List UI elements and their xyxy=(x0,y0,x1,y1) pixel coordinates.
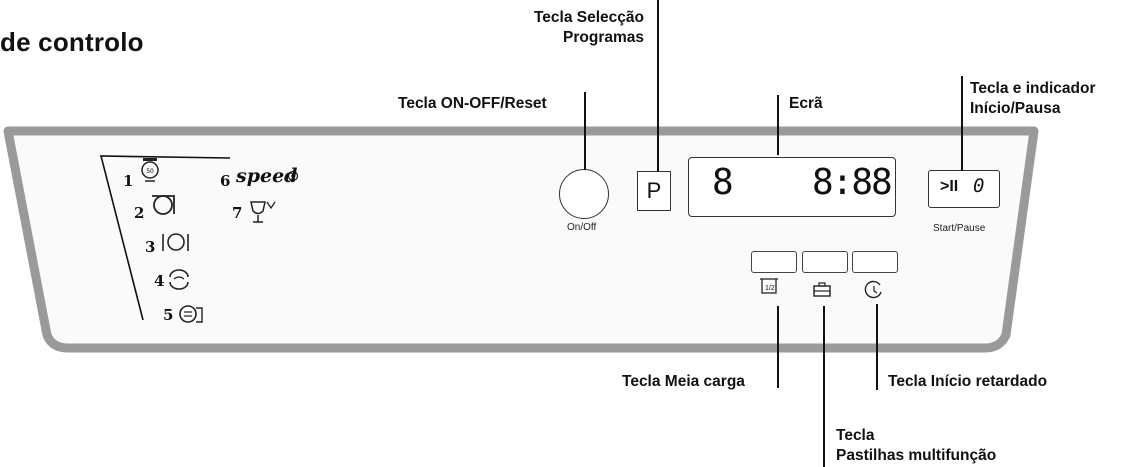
eco-cycle-icon xyxy=(169,269,189,290)
callout-multi-tab-line1: Tecla xyxy=(836,427,875,444)
start-pause-indicator: 0 xyxy=(973,175,985,197)
callout-multi-tab-line2: Pastilhas multifunção xyxy=(836,447,997,464)
callout-start-pause-line2: Início/Pausa xyxy=(970,100,1061,117)
half-load-icon xyxy=(760,278,778,294)
program-1-number: 1 xyxy=(123,172,134,190)
speed-icon xyxy=(287,170,299,182)
half-load-mark: 1/2 xyxy=(765,285,775,292)
callout-display: Ecrã xyxy=(789,95,823,112)
half-load-button[interactable] xyxy=(751,251,797,273)
program-bracket xyxy=(99,155,231,321)
program-2-number: 2 xyxy=(134,204,145,222)
program-4-number: 4 xyxy=(154,272,165,290)
callout-program-select-line2: Programas xyxy=(563,29,644,46)
delay-start-button[interactable] xyxy=(852,251,898,273)
onoff-label: On/Off xyxy=(567,222,597,233)
display-screen xyxy=(688,157,896,217)
program-6-speed-label: speed xyxy=(236,165,298,187)
section-heading: de controlo xyxy=(0,27,144,57)
onoff-button[interactable] xyxy=(559,169,609,219)
start-pause-symbol: >II xyxy=(940,178,959,195)
display-digit-left: 8 xyxy=(712,162,734,203)
program-7-number: 7 xyxy=(232,204,243,222)
multi-tab-button[interactable] xyxy=(802,251,848,273)
multi-tab-icon xyxy=(813,282,831,297)
callout-line-half-load xyxy=(777,306,779,388)
glass-icon xyxy=(250,201,276,223)
program-6-number: 6 xyxy=(220,172,231,190)
plate-cutlery-icon xyxy=(162,233,189,251)
display-time: 8:88 xyxy=(812,162,893,203)
start-pause-label: Start/Pause xyxy=(933,223,986,234)
program-select-button[interactable]: P xyxy=(637,171,671,211)
callout-program-select-line1: Tecla Selecção xyxy=(533,9,644,26)
callout-start-pause: Tecla e indicador Início/Pausa xyxy=(970,79,1095,119)
callout-half-load: Tecla Meia carga xyxy=(622,373,745,390)
callout-line-display xyxy=(777,95,779,155)
program-3-number: 3 xyxy=(145,238,156,256)
start-pause-button[interactable] xyxy=(928,170,1000,208)
svg-text:50: 50 xyxy=(146,168,154,175)
prewash-icon xyxy=(179,305,203,323)
callout-delay-start: Tecla Início retardado xyxy=(888,373,1048,390)
callout-line-program-select xyxy=(657,0,659,171)
callout-line-multi-tab xyxy=(823,306,825,467)
program-5-number: 5 xyxy=(163,306,174,324)
callout-start-pause-line1: Tecla e indicador xyxy=(970,80,1096,97)
delay-start-icon xyxy=(864,280,882,299)
callout-program-select: Tecla Selecção Programas xyxy=(484,8,644,48)
pot-icon xyxy=(152,195,175,215)
callout-onoff: Tecla ON-OFF/Reset xyxy=(398,95,547,112)
callout-line-onoff xyxy=(584,92,586,170)
callout-line-delay-start xyxy=(876,304,878,390)
callout-multi-tab: Tecla Pastilhas multifunção xyxy=(836,426,996,466)
callout-line-start-pause xyxy=(961,76,963,171)
intensive-pot-icon: 50 xyxy=(141,158,159,182)
